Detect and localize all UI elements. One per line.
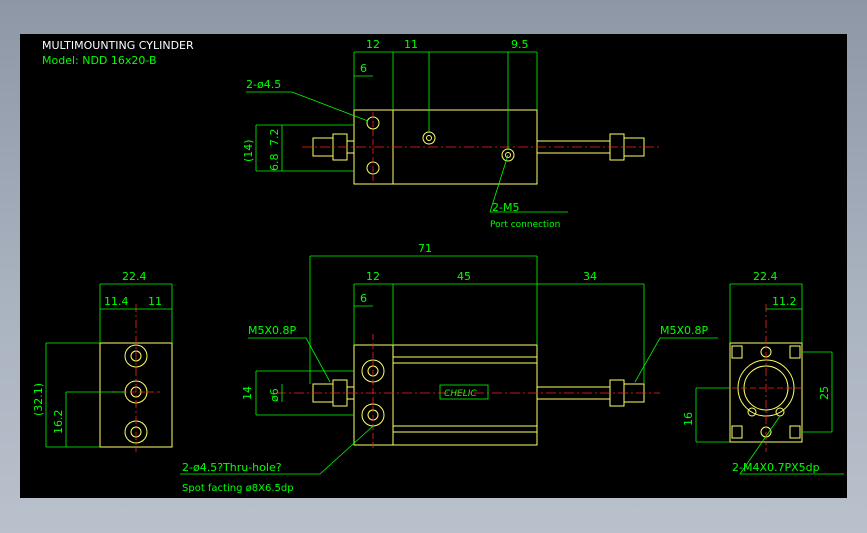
right-dim-22-4: 22.4 [753,270,778,283]
top-dim-14: (14) [242,139,255,162]
top-port-callout: 2-M5 [492,201,519,214]
left-view: 22.4 11.4 11 (32.1) 16.2 [32,270,173,452]
front-thread-left: M5X0.8P [248,324,297,337]
top-dim-9-5: 9.5 [511,38,529,51]
top-dim-7-2: 7.2 [268,129,281,147]
right-dim-16: 16 [682,412,695,426]
model-label: Model: NDD 16x20-B [42,54,157,67]
left-dim-11-4: 11.4 [104,295,129,308]
top-port-1 [422,131,436,145]
top-view: 12 11 9.5 6 2-ø4.5 (14) 7.2 6.8 2-M5 Por… [242,38,660,230]
right-dim-11-2: 11.2 [772,295,797,308]
right-slot-tl [731,345,743,359]
right-tap-left [747,407,757,417]
right-tap-leader [739,415,844,475]
front-thread-right-leader [634,337,718,383]
right-dim-25: 25 [818,386,831,400]
right-slot-tr [789,345,801,359]
front-dim-14: 14 [241,386,254,400]
drawing-title: MULTIMOUNTING CYLINDER [42,39,194,52]
top-port-leader [489,154,568,213]
front-logo-text: CHELIC [444,389,477,399]
right-view: 22.4 11.2 25 16 2-M4X0.7PX5dp [682,270,844,475]
front-dim-phi6: ø6 [268,388,281,402]
left-hole-upper-inner [130,350,142,362]
left-dim-22-4: 22.4 [122,270,147,283]
left-dim-32-1: (32.1) [32,383,45,416]
left-dim-16-2: 16.2 [52,410,65,435]
front-hole-note: 2-ø4.5?Thru-hole? [182,461,282,474]
front-body [353,344,538,446]
cad-drawing: MULTIMOUNTING CYLINDER Model: NDD 16x20-… [32,38,844,494]
top-port-note: Port connection [490,220,560,230]
front-dim-34: 34 [583,270,597,283]
front-dim-71: 71 [418,242,432,255]
right-slot-bl [731,425,743,439]
top-dim-6-8: 6.8 [268,154,281,172]
front-view: CHELIC 71 1 [180,242,718,494]
left-dim-11: 11 [148,295,162,308]
right-slot-br [789,425,801,439]
right-tap-note: 2-M4X0.7PX5dp [732,461,820,474]
top-dim-6: 6 [360,62,367,75]
top-hole-callout: 2-ø4.5 [246,78,281,91]
left-hole-upper [124,344,148,368]
top-port-1-inner [426,135,432,141]
top-port-2-inner [505,152,511,158]
front-spot-note: Spot facting ø8X6.5dp [182,483,294,494]
top-dim-12: 12 [366,38,380,51]
front-dim-6: 6 [360,292,367,305]
front-thread-right: M5X0.8P [660,324,709,337]
front-logo [439,384,489,400]
front-hole-leader [180,425,374,475]
front-dim-45: 45 [457,270,471,283]
drawing-canvas: MULTIMOUNTING CYLINDER Model: NDD 16x20-… [20,34,847,498]
top-hole-leader [246,91,369,122]
front-dim-12: 12 [366,270,380,283]
front-thread-left-leader [248,337,331,383]
top-dim-11: 11 [404,38,418,51]
